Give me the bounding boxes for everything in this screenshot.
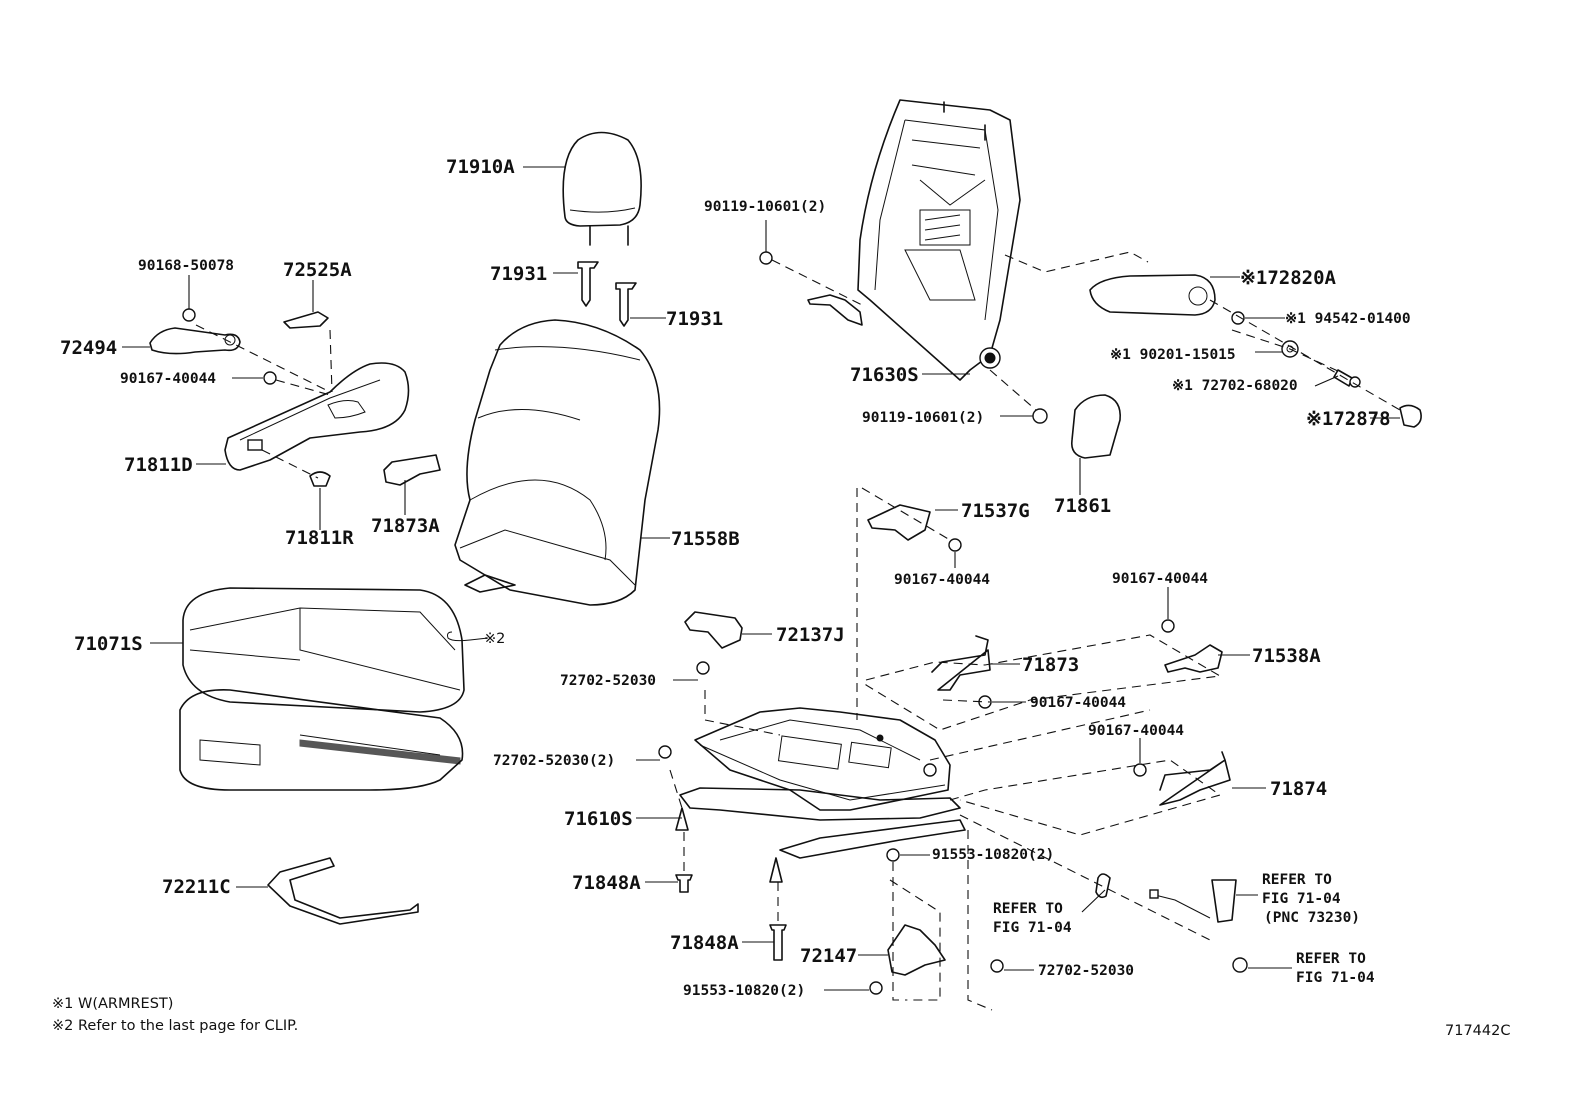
seatback-cover-drawing [454, 319, 661, 606]
label-72525A: 72525A [283, 259, 352, 281]
label-72702-52030-2: 72702-52030(2) [493, 753, 615, 769]
label-90119-10601-upper: 90119-10601(2) [704, 199, 826, 215]
refer-2-line-1: REFER TO [1262, 872, 1332, 888]
label-71931-lower: 71931 [666, 308, 723, 330]
label-90201-15015: ※1 90201-15015 [1110, 347, 1236, 363]
seatback-frame-drawing [807, 99, 1021, 381]
refer-3-line-2: FIG 71-04 [1296, 970, 1375, 986]
label-72702-68020: ※1 72702-68020 [1172, 378, 1298, 394]
seat-adjuster-drawing [675, 707, 966, 883]
footnote-2: ※2 Refer to the last page for CLIP. [52, 1018, 298, 1034]
label-72702-52030-a: 72702-52030 [560, 673, 656, 689]
headrest-drawing [562, 131, 642, 246]
label-72878: ※172878 [1306, 408, 1391, 430]
bracket-72147-drawing [887, 924, 946, 976]
label-71630S: 71630S [850, 364, 919, 386]
label-91553-10820-b: 91553-10820(2) [683, 983, 805, 999]
label-90167-40044-c: 90167-40044 [1112, 571, 1208, 587]
label-91553-10820-a: 91553-10820(2) [932, 847, 1054, 863]
label-71848A-a: 71848A [572, 872, 641, 894]
label-71811D: 71811D [124, 454, 193, 476]
label-71848A-b: 71848A [670, 932, 739, 954]
label-71874: 71874 [1270, 778, 1327, 800]
label-71811R: 71811R [285, 527, 354, 549]
label-71873A: 71873A [371, 515, 440, 537]
label-90167-40044-b: 90167-40044 [1030, 695, 1126, 711]
label-71558B: 71558B [671, 528, 740, 550]
refer-3-line-1: REFER TO [1296, 951, 1366, 967]
label-71537G: 71537G [961, 500, 1030, 522]
seatbelt-buckle-drawing [1095, 873, 1248, 973]
refer-2-line-3: (PNC 73230) [1264, 910, 1360, 926]
refer-1-line-2: FIG 71-04 [993, 920, 1072, 936]
label-71538A: 71538A [1252, 645, 1321, 667]
label-72494: 72494 [60, 337, 117, 359]
label-72702-52030-b: 72702-52030 [1038, 963, 1134, 979]
seat-wire-drawing [267, 857, 419, 925]
label-71610S: 71610S [564, 808, 633, 830]
label-71931-upper: 71931 [490, 263, 547, 285]
figure-id: 717442C [1445, 1023, 1510, 1039]
label-72211C: 72211C [162, 876, 231, 898]
label-94542-01400: ※1 94542-01400 [1285, 311, 1411, 327]
label-90168-50078: 90168-50078 [138, 258, 234, 274]
headrest-support-drawing [577, 261, 637, 327]
label-90167-40044-a: 90167-40044 [894, 572, 990, 588]
label-90167-40044-arm: 90167-40044 [120, 371, 216, 387]
label-90119-10601-lower: 90119-10601(2) [862, 410, 984, 426]
label-71873: 71873 [1022, 654, 1079, 676]
center-brackets-drawing [673, 504, 1266, 806]
label-72820A: ※172820A [1240, 267, 1337, 289]
label-72147: 72147 [800, 945, 857, 967]
hinge-cover-drawing [1070, 394, 1122, 459]
label-90167-40044-d: 90167-40044 [1088, 723, 1184, 739]
footnote-1: ※1 W(ARMREST) [52, 996, 173, 1012]
label-clip-note: ※2 [484, 631, 505, 647]
armrest-drawing [1089, 274, 1422, 428]
assembly-lines [669, 329, 1341, 1011]
seat-cushion-drawing [179, 587, 465, 791]
label-71071S: 71071S [74, 633, 143, 655]
refer-2-line-2: FIG 71-04 [1262, 891, 1341, 907]
label-71910A: 71910A [446, 156, 515, 178]
label-72137J: 72137J [776, 624, 845, 646]
refer-1-line-1: REFER TO [993, 901, 1063, 917]
side-cover-drawing [122, 275, 441, 530]
label-71861: 71861 [1054, 495, 1111, 517]
